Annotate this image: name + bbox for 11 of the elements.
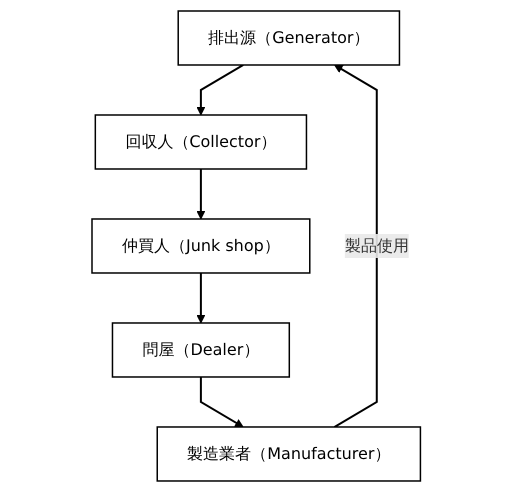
node-box: 仲買人（Junk shop） bbox=[92, 218, 311, 274]
edge-label: 製品使用 bbox=[345, 236, 410, 255]
arrow bbox=[200, 377, 244, 428]
node-box: 回収人（Collector） bbox=[94, 114, 308, 170]
node-box: 排出源（Generator） bbox=[178, 10, 400, 66]
arrow bbox=[196, 273, 206, 324]
arrow bbox=[334, 64, 378, 428]
arrow bbox=[196, 64, 244, 116]
node-box: 問屋（Dealer） bbox=[112, 322, 290, 378]
node-box: 製造業者（Manufacturer） bbox=[156, 426, 422, 482]
arrow bbox=[196, 169, 206, 220]
